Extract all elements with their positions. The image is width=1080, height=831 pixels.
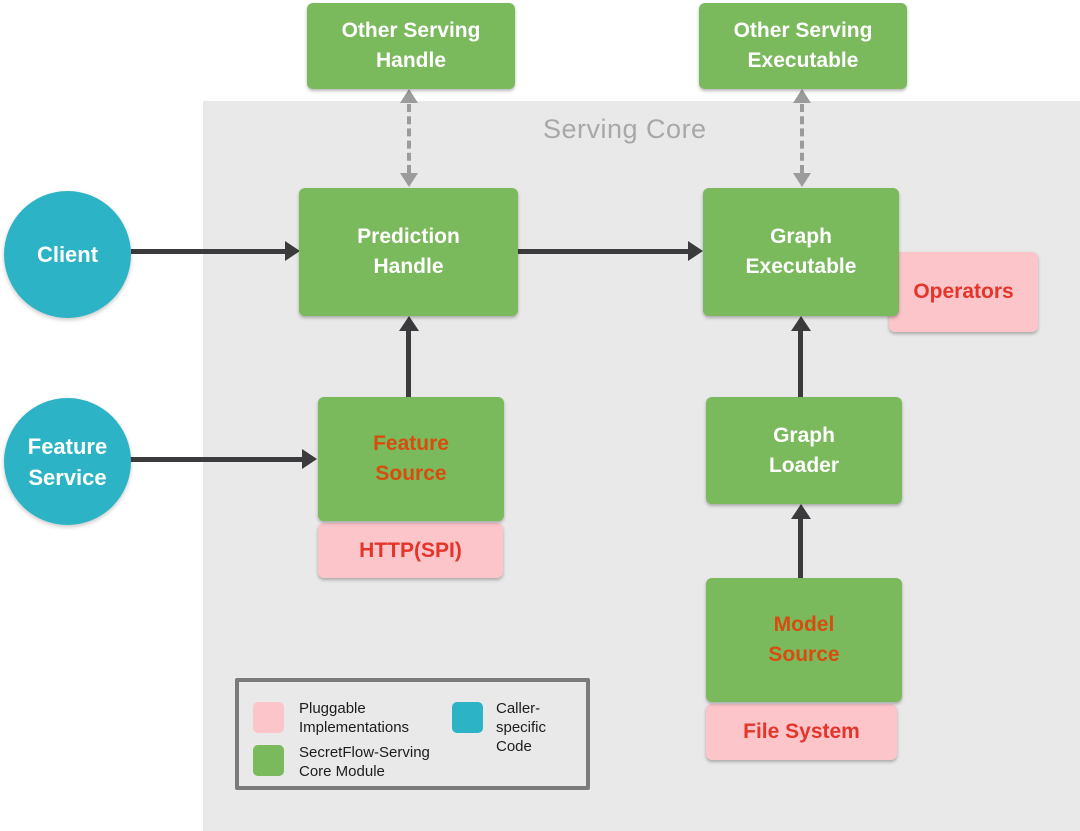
node-feature-source: Feature Source bbox=[318, 397, 504, 521]
node-model-source: Model Source bbox=[706, 578, 902, 702]
pluggable-implementations-swatch-icon bbox=[253, 702, 284, 733]
caller-specific-code-swatch-icon bbox=[452, 702, 483, 733]
node-label: Model Source bbox=[768, 613, 840, 666]
node-label: Operators bbox=[913, 280, 1014, 303]
node-http-spi: HTTP(SPI) bbox=[318, 523, 503, 578]
node-feature-service: Feature Service bbox=[4, 398, 131, 525]
secretflow-serving-core-module-swatch-icon bbox=[253, 745, 284, 776]
node-label: File System bbox=[743, 720, 860, 743]
node-label: Prediction Handle bbox=[357, 225, 460, 278]
node-label: Other Serving Handle bbox=[341, 19, 481, 72]
node-label: HTTP(SPI) bbox=[359, 538, 462, 562]
node-graph-executable: Graph Executable bbox=[703, 188, 899, 316]
legend: Pluggable Implementations Caller-specifi… bbox=[235, 678, 590, 790]
node-client: Client bbox=[4, 191, 131, 318]
node-other-serving-executable: Other Serving Executable bbox=[699, 3, 907, 89]
node-prediction-handle: Prediction Handle bbox=[299, 188, 518, 316]
node-label: Feature Source bbox=[373, 432, 449, 485]
legend-label-secretflow-serving-core-module: SecretFlow-Serving Core Module bbox=[299, 744, 430, 780]
node-label: Client bbox=[36, 242, 99, 267]
node-label: Feature Service bbox=[27, 433, 108, 490]
legend-label-pluggable-implementations: Pluggable Implementations bbox=[299, 700, 410, 736]
node-graph-loader: Graph Loader bbox=[706, 397, 902, 504]
serving-core-region-title: Serving Core bbox=[543, 114, 707, 144]
node-label: Other Serving Executable bbox=[733, 19, 873, 72]
node-file-system: File System bbox=[706, 704, 897, 760]
node-label: Graph Executable bbox=[745, 225, 857, 278]
node-other-serving-handle: Other Serving Handle bbox=[307, 3, 515, 89]
node-operators: Operators bbox=[889, 252, 1038, 332]
node-label: Graph Loader bbox=[768, 423, 839, 477]
legend-label-caller-specific-code: Caller-specific Code bbox=[496, 700, 547, 755]
